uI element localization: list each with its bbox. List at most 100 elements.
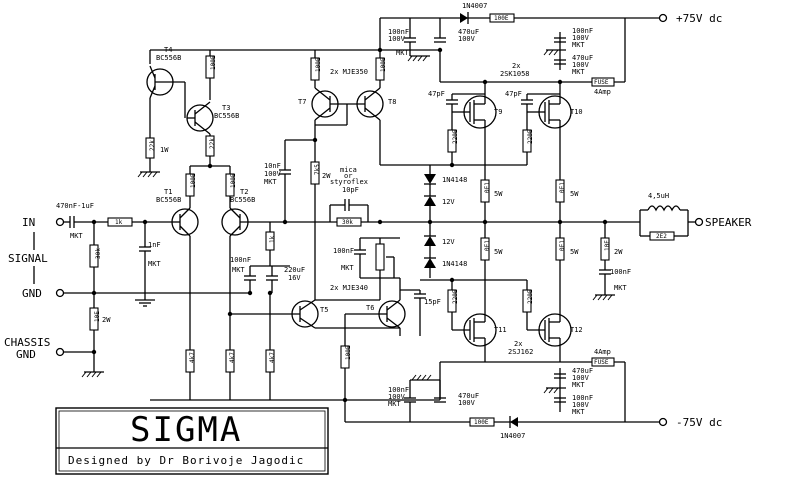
r-30k-in-label: 30k xyxy=(95,248,102,259)
speaker-terminal xyxy=(694,217,704,227)
cap-470uf-pos xyxy=(434,18,446,43)
r-100e-t7-label: 100E xyxy=(315,57,322,72)
t2-type: BC556B xyxy=(230,196,255,204)
transistor-t10 xyxy=(535,95,572,129)
r-100e-t1-label: 100E xyxy=(190,173,197,188)
t4-type: BC556B xyxy=(156,54,181,62)
credit-text: Designed by Dr Borivoje Jagodic xyxy=(68,454,304,467)
c-100nf-pos-v: 100V xyxy=(388,35,406,43)
r-220e-c-label: 220E xyxy=(452,289,459,304)
io-chassis: CHASSIS xyxy=(4,336,50,349)
resistor-22k-t3 xyxy=(205,135,215,157)
c-in-type: MKT xyxy=(70,232,83,240)
fuse-neg xyxy=(591,357,615,367)
transistor-t3 xyxy=(186,101,214,135)
t10-label: T10 xyxy=(570,108,583,116)
d-1n4148-a-label: 1N4148 xyxy=(442,176,467,184)
t910-type: 2SK1058 xyxy=(500,70,530,78)
chassis-terminal xyxy=(55,347,65,357)
r-220e-d-label: 220E xyxy=(527,289,534,304)
c-470uf-rail-neg: 470uF xyxy=(572,367,593,375)
c-100nf-rail-neg-v: 100V xyxy=(572,401,590,409)
transistor-t4 xyxy=(146,65,185,99)
cap-rail-neg xyxy=(543,368,566,412)
c-1nf-type: MKT xyxy=(148,260,161,268)
ground-pos-caps xyxy=(407,55,430,62)
c-470uf-rail-pos-type: MKT xyxy=(572,68,585,76)
c-10pf-note-3: styroflex xyxy=(330,178,368,186)
positive-rail xyxy=(150,17,660,83)
c-100nf-zobel-type: MKT xyxy=(614,284,627,292)
transistor-t11 xyxy=(452,312,497,362)
r-4k7-a-label: 4k7 xyxy=(189,352,196,363)
io-in: IN xyxy=(22,216,35,229)
t910-count: 2x xyxy=(512,62,520,70)
r-5w-label-c: 5W xyxy=(494,248,503,256)
r-100e-neg-label: 100E xyxy=(474,419,489,426)
t5-label: T5 xyxy=(320,306,328,314)
r-10e-chassis-power: 2W xyxy=(102,316,111,324)
c-470uf-pos-v: 100V xyxy=(458,35,476,43)
r-1k-in-label: 1k xyxy=(115,219,123,226)
r-100e-t2-label: 100E xyxy=(230,173,237,188)
t56-type: 2x MJE340 xyxy=(330,284,368,292)
c-220uf-v: 16V xyxy=(288,274,301,282)
r-220e-b-label: 220E xyxy=(527,129,534,144)
r-100e-t4-label: 100E xyxy=(210,55,217,70)
t12-label: T12 xyxy=(570,326,583,334)
c-100nf-vbe: 100nF xyxy=(333,247,354,255)
fuse-neg-rating: 4Amp xyxy=(594,348,611,356)
t78-type: 2x MJE350 xyxy=(330,68,368,76)
zener-12v-b xyxy=(424,236,436,246)
positive-supply-label: +75V dc xyxy=(676,12,722,25)
io-gnd: GND xyxy=(22,287,42,300)
r-2e2-label: 2E2 xyxy=(656,233,667,240)
c-100nf-rail-neg: 100nF xyxy=(572,394,593,402)
t2-label: T2 xyxy=(240,188,248,196)
c-220uf-label: 220uF xyxy=(284,266,305,274)
c-470uf-neg-label: 470uF xyxy=(458,392,479,400)
c-10pf-note-1: mica xyxy=(340,166,357,174)
r-100e-pos-label: 100E xyxy=(494,15,509,22)
fuse-pos-rating: 4Amp xyxy=(594,88,611,96)
c-470uf-neg-v: 100V xyxy=(458,399,476,407)
c-100nf-neg-type: MKT xyxy=(388,400,401,408)
c-470uf-rail-neg-v: 100V xyxy=(572,374,590,382)
c-10nf-v: 100V xyxy=(264,170,282,178)
c-10pf-label: 10pF xyxy=(342,186,359,194)
t1112-count: 2x xyxy=(514,340,522,348)
fuse-pos-label: FUSE xyxy=(594,79,609,86)
c-100nf-vbe-type: MKT xyxy=(341,264,354,272)
cap-100nf-pos xyxy=(404,18,416,56)
t9-label: T9 xyxy=(494,108,502,116)
cap-100nf-neg xyxy=(404,374,446,422)
r-7k5-power: 2W xyxy=(322,172,331,180)
c-100nf-neg-v: 100V xyxy=(388,393,406,401)
t11-label: T11 xyxy=(494,326,507,334)
input-terminal xyxy=(55,217,65,227)
r-0e1-d-label: 0E1 xyxy=(559,240,566,251)
r-220e-a-label: 220E xyxy=(452,129,459,144)
c-100nf-rail-pos-v: 100V xyxy=(572,34,590,42)
t7-label: T7 xyxy=(298,98,306,106)
r-1k-t2-label: 1k xyxy=(269,235,276,243)
inductor-label: 4,5uH xyxy=(648,192,669,200)
r-5w-label-b: 5W xyxy=(570,190,579,198)
diode-1n4148-b xyxy=(424,258,436,268)
c-100nf-neg-label: 100nF xyxy=(388,386,409,394)
c-100nf-rail-neg-type: MKT xyxy=(572,408,585,416)
t1112-type: 2SJ162 xyxy=(508,348,533,356)
resistor-100e-neg xyxy=(469,417,495,427)
title-text: SIGMA xyxy=(130,410,242,450)
speaker-label: SPEAKER xyxy=(705,216,752,229)
r-4k7-c-label: 4k7 xyxy=(269,352,276,363)
diode-1n4148-a xyxy=(424,174,436,184)
c-470uf-rail-pos-v: 100V xyxy=(572,61,590,69)
d-1n4148-b-label: 1N4148 xyxy=(442,260,467,268)
negative-supply-label: -75V dc xyxy=(676,416,722,429)
r-7k5-label: 7k5 xyxy=(314,164,321,175)
transistor-t12 xyxy=(527,312,572,362)
z-12v-b-label: 12V xyxy=(442,238,455,246)
r-1w-label: 1W xyxy=(160,146,169,154)
